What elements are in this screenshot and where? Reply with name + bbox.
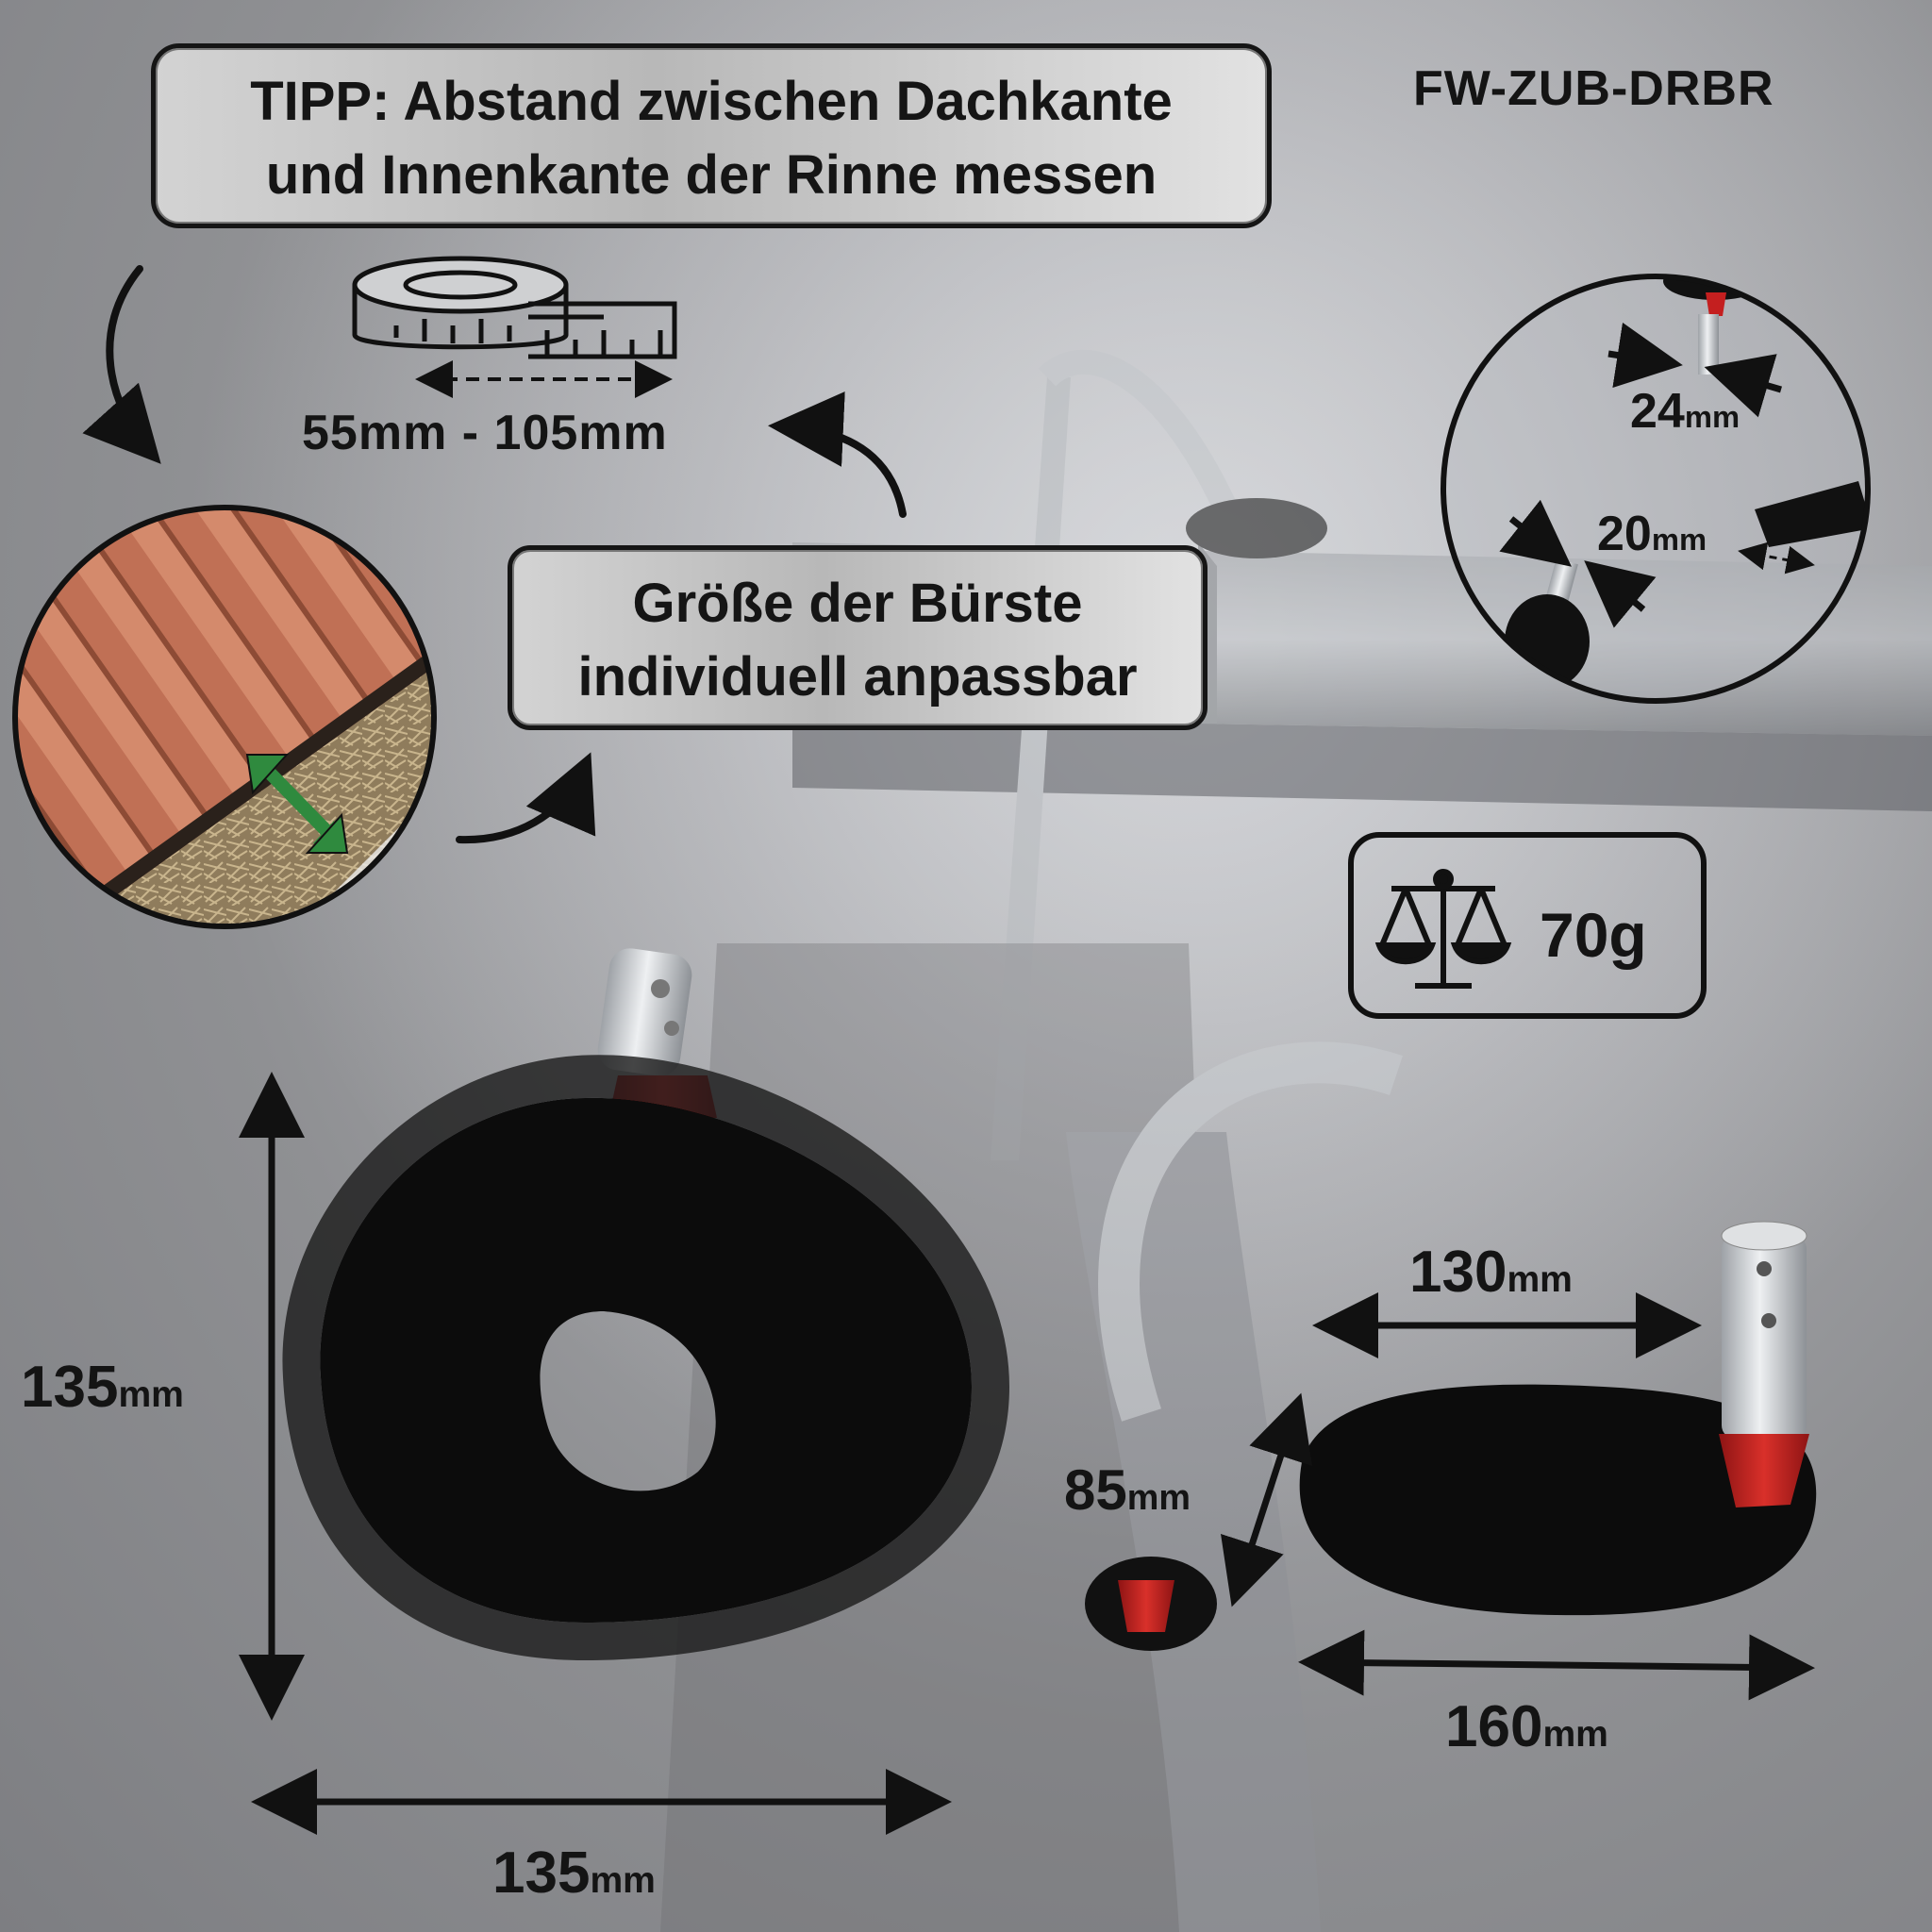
tip-box: TIPP: Abstand zwischen Dachkante und Inn… — [151, 43, 1272, 228]
product-code: FW-ZUB-DRBR — [1413, 61, 1774, 116]
oval-height-value: 85 — [1064, 1458, 1127, 1522]
adjustable-line2: individuell anpassbar — [577, 646, 1138, 708]
dim-oval-height — [1221, 1392, 1312, 1607]
weight-value: 70g — [1540, 900, 1647, 970]
inset-dim-20-value: 20 — [1597, 507, 1652, 561]
round-width-unit: mm — [590, 1860, 656, 1901]
oval-height-unit: mm — [1126, 1478, 1191, 1518]
inset-dim-20-unit: mm — [1651, 522, 1707, 557]
tape-measure-icon — [352, 256, 677, 359]
oval-inner-unit: mm — [1507, 1259, 1573, 1300]
round-height-unit: mm — [118, 1374, 184, 1415]
roof-photo-frame — [12, 505, 437, 929]
double-arrow-icon — [245, 754, 349, 854]
inset-dim-24: 24mm — [1630, 387, 1740, 436]
measure-range: 55mm - 105mm — [302, 406, 668, 460]
inset-dim-20: 20mm — [1597, 509, 1707, 558]
oval-height-label: 85mm — [1064, 1462, 1191, 1519]
round-height-value: 135 — [21, 1355, 119, 1420]
weight-box — [1348, 832, 1707, 1019]
dim-oval-total — [1298, 1629, 1815, 1701]
round-height-label: 135mm — [21, 1358, 184, 1417]
scale-icon — [1374, 869, 1512, 989]
oval-inner-value: 130 — [1409, 1240, 1507, 1305]
oval-total-unit: mm — [1542, 1714, 1608, 1755]
round-brush — [282, 948, 1010, 1660]
oval-brush — [1085, 1221, 1817, 1651]
round-width-value: 135 — [492, 1840, 591, 1906]
adjustable-line1: Größe der Bürste — [632, 573, 1083, 634]
adjustable-box: Größe der Bürste individuell anpassbar — [508, 545, 1208, 730]
oval-inner-label: 130mm — [1409, 1243, 1573, 1302]
inset-frame — [1441, 274, 1871, 704]
inset-dim-24-value: 24 — [1630, 384, 1685, 439]
curved-arrow-icon — [82, 265, 907, 844]
tip-line1: TIPP: Abstand zwischen Dachkante — [250, 71, 1173, 132]
oval-total-value: 160 — [1445, 1694, 1543, 1759]
oval-total-label: 160mm — [1445, 1698, 1608, 1757]
inset-dim-24-unit: mm — [1684, 399, 1740, 434]
tip-line2: und Innenkante der Rinne messen — [265, 144, 1158, 206]
round-width-label: 135mm — [492, 1844, 656, 1903]
